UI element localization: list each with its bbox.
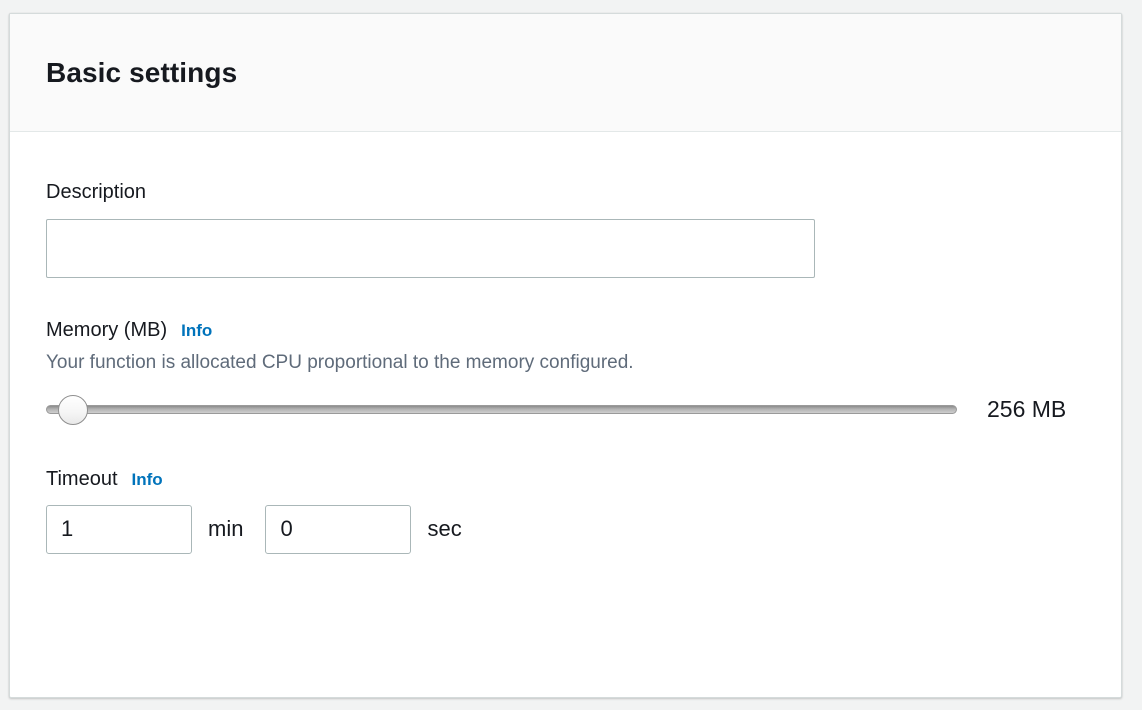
memory-value-label: 256 MB: [987, 396, 1067, 423]
timeout-label-text: Timeout: [46, 467, 118, 490]
timeout-minutes-unit: min: [208, 516, 244, 542]
description-input[interactable]: [46, 219, 815, 278]
description-label: Description: [46, 180, 1085, 204]
timeout-inputs-row: min sec: [46, 504, 1085, 554]
memory-label-text: Memory (MB): [46, 319, 168, 341]
memory-hint-text: Your function is allocated CPU proportio…: [46, 352, 634, 373]
memory-field-group: Memory (MB) Info Your function is alloca…: [46, 318, 1085, 427]
memory-label: Memory (MB) Info: [46, 318, 1085, 342]
card-header: Basic settings: [10, 14, 1121, 132]
timeout-minutes-input[interactable]: [46, 504, 192, 554]
page-title: Basic settings: [46, 56, 238, 88]
card-body: Description Memory (MB) Info Your functi…: [10, 132, 1121, 554]
memory-slider-row: 256 MB: [46, 392, 1085, 427]
memory-slider[interactable]: [46, 392, 957, 427]
basic-settings-card: Basic settings Description Memory (MB) I…: [9, 13, 1122, 698]
timeout-field-group: Timeout Info min sec: [46, 467, 1085, 554]
timeout-seconds-unit: sec: [427, 516, 462, 542]
timeout-seconds-input[interactable]: [265, 504, 412, 554]
memory-info-link[interactable]: Info: [181, 321, 213, 340]
description-field-group: Description: [46, 180, 1085, 278]
description-label-text: Description: [46, 181, 147, 203]
timeout-info-link[interactable]: Info: [131, 469, 163, 489]
timeout-label: Timeout Info: [46, 467, 1085, 491]
